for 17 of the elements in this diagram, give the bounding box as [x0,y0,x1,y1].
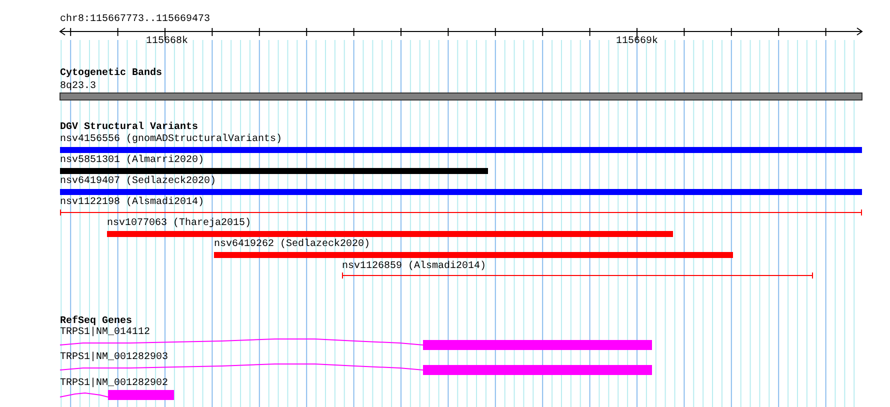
ruler-tick-label: 115669k [616,36,658,47]
variant-label: nsv1122198 (Alsmadi2014) [60,197,204,208]
variant-label: nsv4156556 (gnomADStructuralVariants) [60,134,282,145]
variant-label: nsv1077063 (Thareja2015) [107,218,252,229]
band-label: 8q23.3 [60,81,96,92]
variant-label: nsv6419262 (Sedlazeck2020) [214,239,370,250]
coordinate-range: chr8:115667773..115669473 [60,14,210,25]
track-heading: DGV Structural Variants [60,122,198,133]
ruler-tick-label: 115668k [146,36,188,47]
gene-label: TRPS1|NM_014112 [60,327,150,338]
gene-label: TRPS1|NM_001282902 [60,378,168,389]
variant-label: nsv5851301 (Almarri2020) [60,155,204,166]
gene-label: TRPS1|NM_001282903 [60,352,168,363]
track-heading: RefSeq Genes [60,316,132,327]
variant-label: nsv1126859 (Alsmadi2014) [342,261,486,272]
track-heading: Cytogenetic Bands [60,68,162,79]
variant-label: nsv6419407 (Sedlazeck2020) [60,176,216,187]
